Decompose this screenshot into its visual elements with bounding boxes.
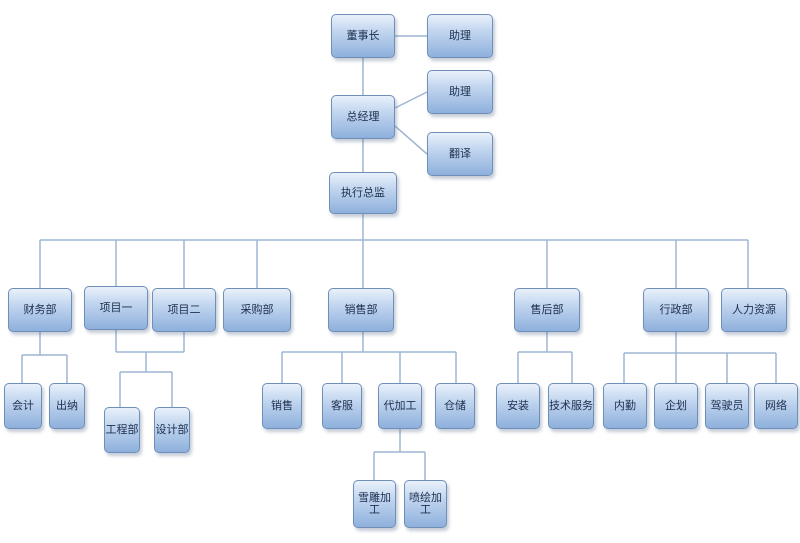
org-node-gm[interactable]: 总经理 xyxy=(331,95,395,139)
org-node-print[interactable]: 喷绘加工 xyxy=(404,480,447,528)
connector-line xyxy=(394,125,428,155)
org-node-assistant-chair[interactable]: 助理 xyxy=(427,14,493,58)
org-node-engineering[interactable]: 工程部 xyxy=(104,407,140,453)
org-node-carving[interactable]: 雪雕加工 xyxy=(353,480,396,528)
org-node-admin[interactable]: 行政部 xyxy=(643,288,709,332)
org-node-assistant-gm[interactable]: 助理 xyxy=(427,70,493,114)
org-node-chairman[interactable]: 董事长 xyxy=(331,14,395,58)
org-node-tech[interactable]: 技术服务 xyxy=(548,383,594,429)
org-node-network[interactable]: 网络 xyxy=(754,383,798,429)
org-node-sales-staff[interactable]: 销售 xyxy=(262,383,302,429)
org-node-install[interactable]: 安装 xyxy=(496,383,540,429)
org-node-design[interactable]: 设计部 xyxy=(154,407,190,453)
org-node-accounting[interactable]: 会计 xyxy=(4,383,42,429)
org-node-cs[interactable]: 客服 xyxy=(322,383,362,429)
org-node-translator[interactable]: 翻译 xyxy=(427,132,493,176)
org-node-exec[interactable]: 执行总监 xyxy=(329,172,397,214)
org-node-proj2[interactable]: 项目二 xyxy=(152,288,216,332)
org-node-purchase[interactable]: 采购部 xyxy=(223,288,291,332)
org-node-driver[interactable]: 驾驶员 xyxy=(705,383,749,429)
org-node-sales[interactable]: 销售部 xyxy=(328,288,394,332)
org-node-proj1[interactable]: 项目一 xyxy=(84,286,148,330)
org-node-internal[interactable]: 内勤 xyxy=(603,383,647,429)
org-node-finance[interactable]: 财务部 xyxy=(8,288,72,332)
org-node-oem[interactable]: 代加工 xyxy=(378,383,422,429)
org-node-warehouse[interactable]: 仓储 xyxy=(435,383,475,429)
org-node-aftersales[interactable]: 售后部 xyxy=(514,288,580,332)
org-node-planning[interactable]: 企划 xyxy=(654,383,698,429)
connector-line xyxy=(394,91,428,109)
org-node-hr[interactable]: 人力资源 xyxy=(721,288,787,332)
org-node-cashier[interactable]: 出纳 xyxy=(49,383,85,429)
